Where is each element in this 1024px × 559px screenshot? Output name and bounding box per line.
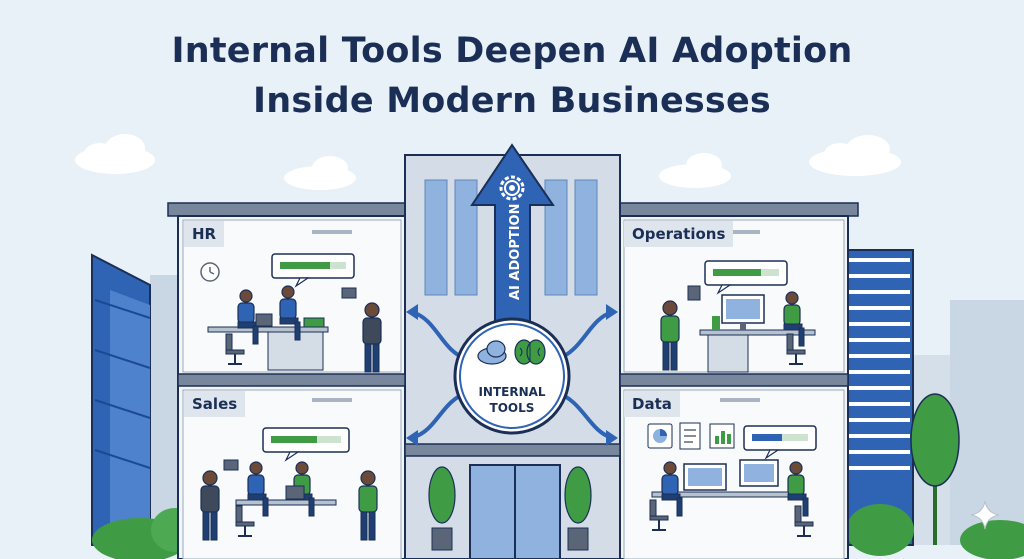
hr-room (200, 253, 382, 373)
left-blue-tower (91, 253, 151, 546)
cloud-mid-left (284, 156, 356, 190)
monitor-operations (721, 294, 765, 330)
clock-icon (200, 262, 220, 282)
right-blue-tower (844, 249, 914, 546)
room-label-sales: Sales (184, 391, 246, 417)
plant-left (428, 466, 456, 551)
title-block: Internal Tools Deepen AI Adoption Inside… (0, 26, 1024, 126)
monitor-data-left (683, 463, 727, 491)
tree-right (910, 393, 960, 545)
internal-tools-hub (453, 317, 571, 435)
bar-chart-icon (709, 423, 735, 449)
bg-building-right (950, 300, 1024, 545)
title-line-1: Internal Tools Deepen AI Adoption (171, 31, 853, 71)
hub-label-line1: INTERNAL (478, 385, 545, 399)
progress-bubble-sales (262, 427, 350, 462)
room-label-data: Data (624, 391, 680, 417)
operations-room (660, 260, 816, 373)
cloud-right (809, 135, 901, 176)
progress-bubble-operations (704, 260, 788, 295)
document-icon (679, 422, 701, 450)
arrow-label: AI ADOPTION (508, 204, 523, 301)
gear-icon (499, 175, 525, 201)
cloud-mid-right (659, 153, 731, 188)
progress-bubble-hr (271, 253, 355, 288)
room-label-operations: Operations (624, 221, 734, 247)
cloud-icon (477, 340, 507, 365)
title-line-2: Inside Modern Businesses (253, 81, 771, 121)
plant-right (564, 466, 592, 551)
hub-label-line2: TOOLS (490, 401, 535, 415)
pie-chart-icon (647, 423, 673, 449)
sales-room (200, 427, 378, 541)
brain-icon (514, 339, 546, 365)
cloud-left (75, 134, 155, 174)
sparkle-icon (970, 500, 1000, 530)
data-room (647, 422, 817, 537)
progress-bubble-data (743, 425, 817, 460)
monitor-data-right (739, 459, 779, 487)
room-label-hr: HR (184, 221, 225, 247)
